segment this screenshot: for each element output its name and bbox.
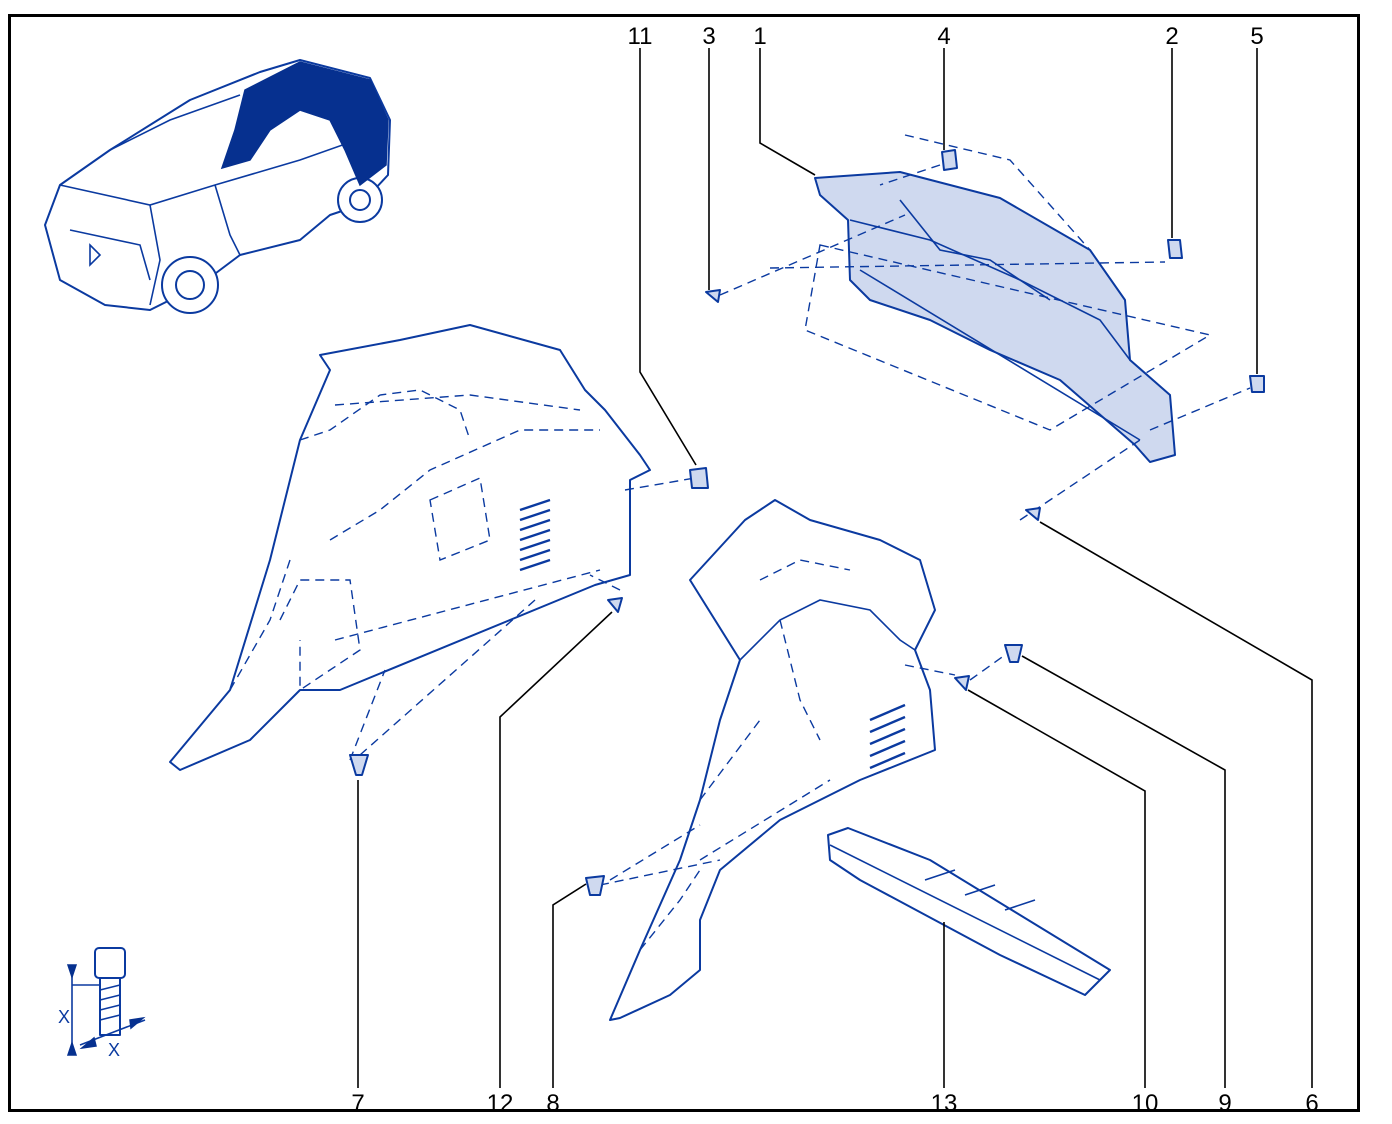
callout-2: 2 (1165, 23, 1178, 50)
callout-12: 12 (487, 1090, 514, 1117)
fastener-12 (607, 597, 623, 613)
callout-5: 5 (1250, 23, 1263, 50)
fastener-7 (349, 754, 369, 776)
callout-6: 6 (1305, 1090, 1318, 1117)
callout-7: 7 (351, 1090, 364, 1117)
fastener-9 (1004, 644, 1023, 663)
left-quarter-trim-panel (169, 324, 696, 771)
part-13-sill-plate (827, 827, 1111, 996)
callout-1: 1 (753, 23, 766, 50)
fastener-6 (1025, 507, 1041, 521)
callout-8: 8 (546, 1090, 559, 1117)
fastener-11 (689, 467, 709, 489)
vehicle-locator-illustration (44, 59, 391, 314)
vent-grille-left (519, 498, 551, 572)
bolt-dimension-symbol: X X (58, 947, 146, 1060)
callout-3: 3 (702, 23, 715, 50)
highlighted-trim-area (220, 61, 389, 187)
right-quarter-trim-panel (599, 499, 1006, 1021)
part-1-tailgate-trim (719, 134, 1251, 521)
fastener-8 (585, 875, 605, 896)
fastener-4 (941, 149, 958, 171)
callout-13: 13 (931, 1090, 958, 1117)
fastener-5 (1249, 375, 1265, 393)
leader-lines (357, 48, 1313, 1088)
fasteners (349, 149, 1265, 896)
callout-11: 11 (628, 23, 653, 50)
dimension-x-label: X (108, 1040, 120, 1060)
vent-grille-right (869, 703, 906, 770)
callout-10: 10 (1132, 1090, 1159, 1117)
callout-4: 4 (937, 23, 950, 50)
fastener-3 (705, 289, 721, 303)
fastener-10 (954, 675, 970, 691)
callout-labels: 11 3 1 4 2 5 7 12 8 13 10 9 6 (351, 23, 1318, 1117)
callout-9: 9 (1218, 1090, 1231, 1117)
fastener-2 (1167, 239, 1183, 259)
dimension-x-label: X (58, 1007, 70, 1027)
